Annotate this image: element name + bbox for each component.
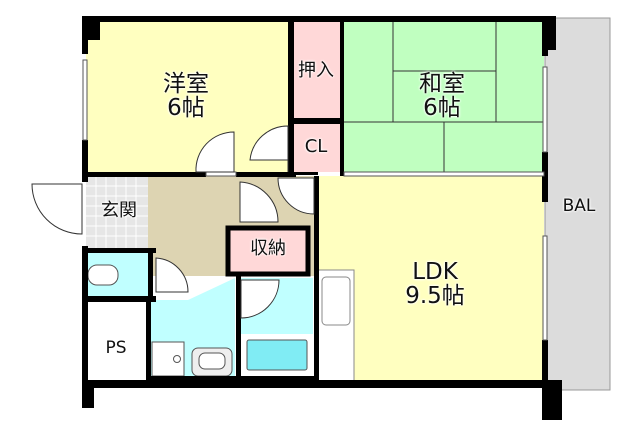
closet-label: CL [304, 136, 328, 157]
oshiire-label: 押入 [298, 60, 334, 81]
kitchen-sink [321, 276, 351, 326]
tatami-lines [344, 22, 544, 172]
western-room-name: 洋室 [163, 71, 209, 97]
ldk-label: LDK 9.5帖 [385, 260, 485, 308]
storage-area [225, 225, 311, 277]
doors [31, 125, 315, 319]
balcony-area [544, 17, 611, 391]
storage-label: 収納 [250, 238, 286, 259]
ps-label: PS [105, 338, 127, 358]
oshiire-area [292, 22, 340, 120]
walls [82, 16, 562, 420]
closet-area [292, 124, 340, 172]
western-room-label: 洋室 6帖 [148, 72, 224, 120]
ps-area [86, 302, 146, 388]
entrance-tiles [86, 176, 148, 248]
ldk-area [318, 176, 544, 386]
balcony-label: BAL [562, 196, 596, 216]
western-room-size: 6帖 [167, 95, 205, 122]
bathtub [246, 339, 308, 371]
japanese-room-name: 和室 [419, 71, 465, 97]
windows [82, 59, 548, 341]
japanese-room-label: 和室 6帖 [404, 72, 480, 120]
ldk-name: LDK [412, 259, 458, 285]
japanese-room-size: 6帖 [423, 95, 461, 122]
toilet-fixture [87, 264, 119, 286]
entrance-label: 玄関 [101, 200, 137, 221]
ldk-size: 9.5帖 [405, 283, 465, 310]
